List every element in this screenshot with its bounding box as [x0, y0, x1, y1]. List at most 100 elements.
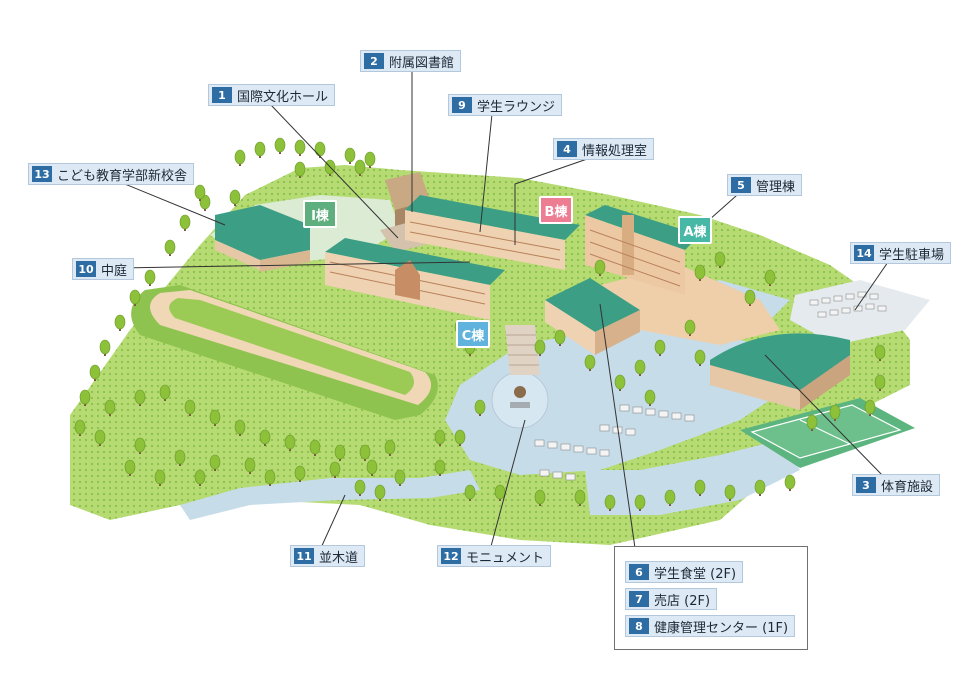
tree — [134, 437, 146, 453]
tree — [294, 161, 306, 177]
tree — [114, 314, 126, 330]
tree — [199, 194, 211, 210]
tree — [354, 159, 366, 175]
tag-building-i[interactable]: I棟 — [303, 200, 337, 228]
tree — [554, 329, 566, 345]
cafeteria-building — [545, 278, 640, 355]
tree — [274, 137, 286, 153]
tree — [464, 484, 476, 500]
tree — [394, 469, 406, 485]
tree — [134, 389, 146, 405]
tree — [694, 264, 706, 280]
tree — [184, 399, 196, 415]
tag-building-c[interactable]: C棟 — [456, 320, 490, 348]
tree — [234, 419, 246, 435]
tree — [364, 151, 376, 167]
tree — [694, 349, 706, 365]
tree — [94, 429, 106, 445]
tree — [159, 384, 171, 400]
tag-building-b[interactable]: B棟 — [539, 196, 573, 224]
tag-building-a[interactable]: A棟 — [678, 216, 712, 244]
trees — [74, 137, 886, 511]
tree — [194, 184, 206, 200]
tree — [74, 419, 86, 435]
tree — [684, 319, 696, 335]
tree — [294, 465, 306, 481]
tree — [534, 339, 546, 355]
tree — [124, 459, 136, 475]
tree — [764, 269, 776, 285]
tree — [254, 141, 266, 157]
tree — [374, 484, 386, 500]
tree — [864, 399, 876, 415]
tree — [829, 404, 841, 420]
tree — [784, 474, 796, 490]
tree — [294, 139, 306, 155]
building-a — [585, 205, 700, 295]
tree — [634, 494, 646, 510]
tree — [594, 259, 606, 275]
stairs — [505, 325, 540, 375]
tree — [329, 461, 341, 477]
sandy-yard — [600, 265, 780, 345]
tree — [209, 454, 221, 470]
tree — [494, 484, 506, 500]
tree — [724, 484, 736, 500]
tree — [534, 489, 546, 505]
tree — [664, 489, 676, 505]
tree — [174, 449, 186, 465]
tree — [194, 469, 206, 485]
front-parking-cars — [534, 404, 695, 481]
tree — [366, 459, 378, 475]
monument-circle — [491, 371, 549, 429]
tree — [806, 414, 818, 430]
tree — [79, 389, 91, 405]
tree — [234, 149, 246, 165]
tree — [144, 269, 156, 285]
tree — [434, 459, 446, 475]
tree — [104, 399, 116, 415]
tree — [604, 494, 616, 510]
tree — [179, 214, 191, 230]
tree — [129, 289, 141, 305]
tree — [874, 374, 886, 390]
tree — [309, 439, 321, 455]
tree — [354, 479, 366, 495]
tree — [574, 489, 586, 505]
tree — [434, 429, 446, 445]
tree — [714, 251, 726, 267]
tree — [209, 409, 221, 425]
tree — [874, 344, 886, 360]
tennis-courts — [740, 398, 915, 468]
tree — [694, 479, 706, 495]
tree — [99, 339, 111, 355]
tree — [654, 339, 666, 355]
tree — [229, 189, 241, 205]
tree — [744, 289, 756, 305]
tree — [384, 439, 396, 455]
tree — [634, 359, 646, 375]
tree — [89, 364, 101, 380]
building-b — [405, 195, 580, 270]
building-c — [325, 238, 505, 320]
tree — [474, 399, 486, 415]
tree — [259, 429, 271, 445]
tree — [154, 469, 166, 485]
tree — [264, 469, 276, 485]
